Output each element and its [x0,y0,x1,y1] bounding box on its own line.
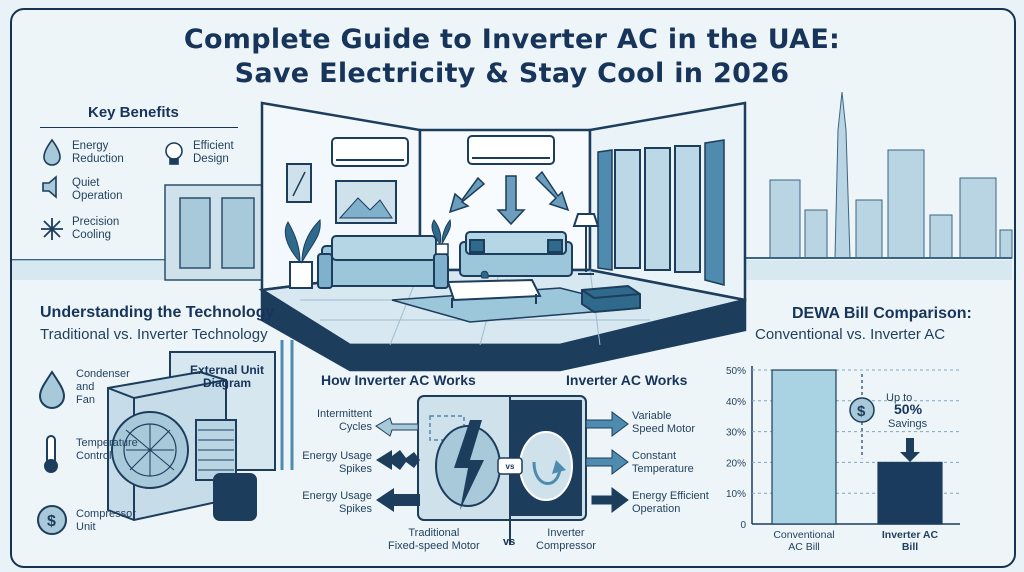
category-label: AC Bill [788,541,820,553]
label-energy-efficient: Energy Efficient Operation [632,490,709,515]
floor-lamp [572,213,600,275]
plant-left [284,218,321,289]
savings-word: Savings [888,418,928,430]
glass-doors [614,145,701,273]
benefit-quiet-operation: Quiet Operation [72,177,123,202]
coffee-table [446,278,542,308]
how-inverter-heading-left: How Inverter AC Works [321,372,476,388]
key-benefits-divider [40,127,238,128]
bar-conventional [771,369,837,525]
technology-heading: Understanding the Technology [40,304,275,321]
dollar-sign: $ [857,403,866,420]
benefit-efficient-design: Efficient Design [193,140,234,165]
vs-bottom: vs [503,536,516,548]
benefit-energy-reduction: Energy Reduction [72,140,124,165]
key-benefits-heading: Key Benefits [88,104,179,121]
savings-up-to: Up to [886,392,913,404]
component-compressor-label: Compressor Unit [76,508,136,533]
spike-arrows [375,417,420,512]
title-line-2: Save Electricity & Stay Cool in 2026 [234,58,790,89]
sofa-right [459,231,573,277]
left-building [164,184,266,281]
title-line-1: Complete Guide to Inverter AC in the UAE… [183,24,841,55]
category-label: Bill [902,541,918,553]
bar-inverter [877,461,943,525]
category-label: Inverter AC [882,529,939,541]
savings-arrow [900,438,920,462]
caption-inverter-compressor: Inverter Compressor [536,527,596,552]
ac-unit-right [467,135,555,165]
city-skyline [769,91,1013,259]
dollar-icon [849,397,875,423]
label-energy-spikes-2: Energy Usage Spikes [302,490,372,515]
dollar-icon: $ [47,513,56,530]
category-label: Conventional [773,529,834,541]
external-unit-diagram-label: External Unit Diagram [190,363,265,390]
label-energy-spikes-1: Energy Usage Spikes [302,450,372,475]
inverter-diagram [417,395,587,545]
icons-benefits [42,138,183,199]
label-intermittent-cycles: Intermittent Cycles [316,408,372,433]
caption-traditional-motor: Traditional Fixed-speed Motor [388,527,480,552]
savings-percent: 50% [894,401,923,417]
vs-center: vs [505,462,515,471]
smooth-arrows [585,411,629,513]
y-tick-label: 10% [726,489,746,500]
ac-unit-left [331,137,409,167]
component-condenser-label: Condenser and Fan [76,368,130,406]
label-variable-speed: Variable Speed Motor [632,410,695,435]
outdoor-ac-unit [107,340,294,522]
icons-technology [37,370,67,535]
how-inverter-heading-right: Inverter AC Works [566,372,688,388]
sofa-left [317,235,449,289]
dewa-heading: DEWA Bill Comparison: [792,305,972,322]
benefit-precision-cooling: Precision Cooling [72,216,120,241]
y-tick-label: 0 [740,520,746,531]
ottoman [581,284,641,314]
label-constant-temperature: Constant Temperature [632,450,694,475]
y-tick-label: 20% [726,458,746,469]
airflow-arrows [448,170,570,226]
y-tick-label: 30% [726,428,746,439]
y-tick-label: 40% [726,397,746,408]
snowflake-icon [41,218,63,240]
component-temperature-label: Temperature Control [76,437,138,462]
technology-subheading: Traditional vs. Inverter Technology [40,326,268,343]
y-tick-label: 50% [726,366,746,377]
dewa-subheading: Conventional vs. Inverter AC [755,326,946,343]
